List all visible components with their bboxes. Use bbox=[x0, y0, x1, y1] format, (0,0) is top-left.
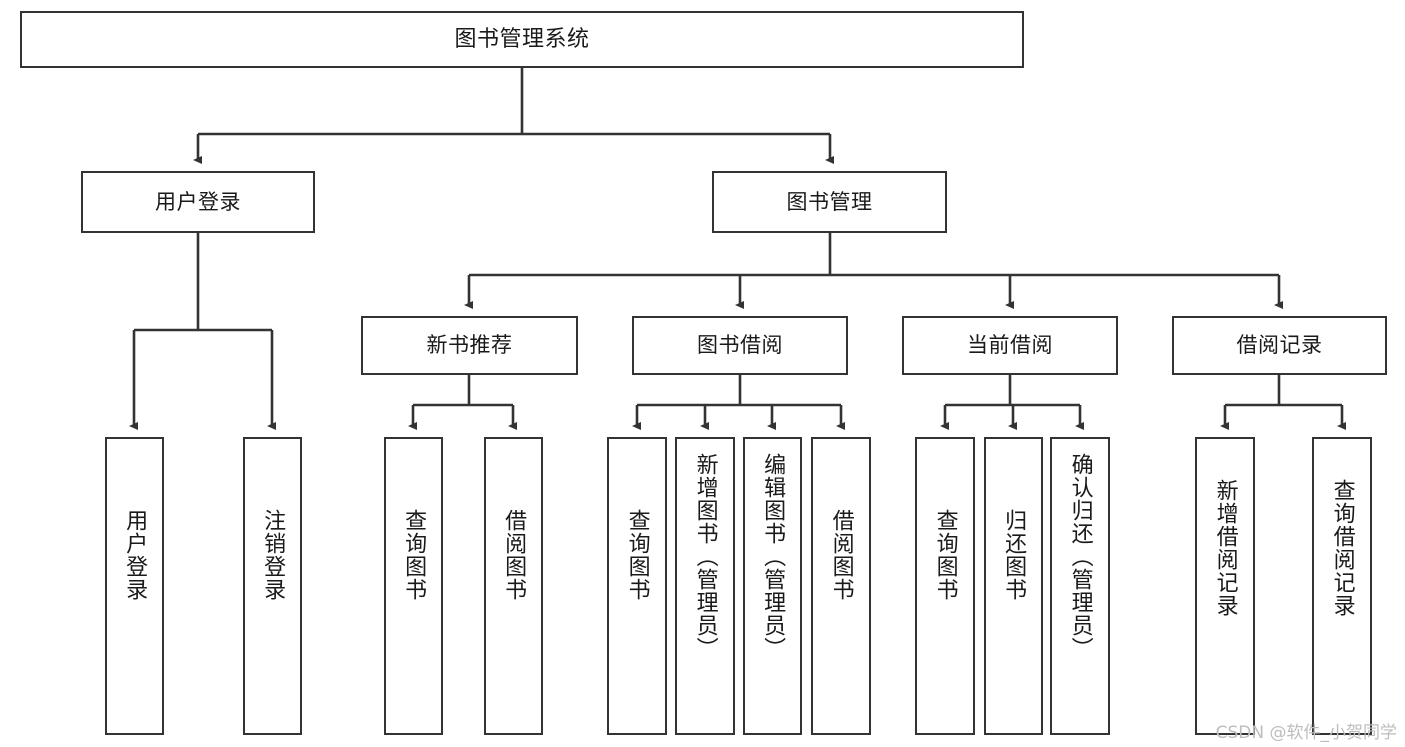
node-label: 新增借阅记录 bbox=[1212, 479, 1238, 617]
node-label: 归还图书 bbox=[1001, 509, 1027, 601]
leaf-query-book-current[interactable]: 查询图书 bbox=[915, 437, 975, 735]
leaf-borrow-book-recommend[interactable]: 借阅图书 bbox=[484, 437, 543, 735]
node-label: 图书借阅 bbox=[697, 333, 783, 358]
node-label: 用户登录 bbox=[155, 189, 241, 214]
leaf-query-book-borrow[interactable]: 查询图书 bbox=[607, 437, 667, 735]
node-label: 图书管理 bbox=[786, 189, 873, 214]
node-book-management[interactable]: 图书管理 bbox=[712, 171, 947, 233]
leaf-borrow-book[interactable]: 借阅图书 bbox=[811, 437, 871, 735]
leaf-user-login[interactable]: 用户登录 bbox=[105, 437, 164, 735]
node-label: 用户登录 bbox=[122, 509, 148, 601]
node-label: 借阅图书 bbox=[828, 509, 854, 601]
leaf-confirm-return-admin[interactable]: 确认归还（管理员） bbox=[1050, 437, 1110, 735]
node-label: 新书推荐 bbox=[426, 333, 513, 358]
leaf-add-book-admin[interactable]: 新增图书（管理员） bbox=[675, 437, 735, 735]
node-label: 图书管理系统 bbox=[454, 26, 590, 52]
node-label: 查询借阅记录 bbox=[1329, 479, 1355, 617]
csdn-watermark: CSDN @软件_小贺同学 bbox=[1215, 723, 1397, 743]
node-label: 当前借阅 bbox=[967, 333, 1053, 358]
node-label: 注销登录 bbox=[260, 509, 286, 601]
leaf-add-borrow-record[interactable]: 新增借阅记录 bbox=[1195, 437, 1255, 735]
node-label: 借阅记录 bbox=[1236, 333, 1323, 358]
leaf-query-borrow-record[interactable]: 查询借阅记录 bbox=[1312, 437, 1372, 735]
node-label: 确认归还（管理员） bbox=[1067, 453, 1093, 660]
node-label: 查询图书 bbox=[932, 509, 958, 601]
leaf-logout[interactable]: 注销登录 bbox=[243, 437, 302, 735]
leaf-return-book[interactable]: 归还图书 bbox=[984, 437, 1043, 735]
leaf-query-book-recommend[interactable]: 查询图书 bbox=[384, 437, 443, 735]
node-user-login[interactable]: 用户登录 bbox=[81, 171, 315, 233]
node-label: 查询图书 bbox=[624, 509, 650, 601]
node-book-borrow[interactable]: 图书借阅 bbox=[632, 316, 848, 375]
node-label: 新增图书（管理员） bbox=[692, 453, 718, 660]
node-borrow-record[interactable]: 借阅记录 bbox=[1172, 316, 1387, 375]
node-current-borrow[interactable]: 当前借阅 bbox=[902, 316, 1118, 375]
node-new-book-recommend[interactable]: 新书推荐 bbox=[361, 316, 578, 375]
node-label: 编辑图书（管理员） bbox=[760, 453, 786, 660]
leaf-edit-book-admin[interactable]: 编辑图书（管理员） bbox=[743, 437, 802, 735]
node-label: 查询图书 bbox=[401, 509, 427, 601]
node-root-system[interactable]: 图书管理系统 bbox=[20, 11, 1024, 68]
node-label: 借阅图书 bbox=[501, 509, 527, 601]
